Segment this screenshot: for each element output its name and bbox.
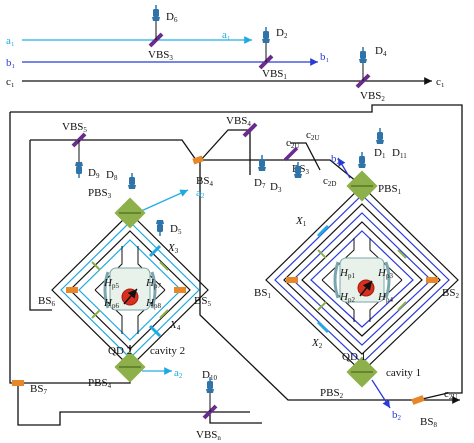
hp8-label: Hp8 [145, 297, 161, 310]
d2-label: D2 [276, 27, 288, 40]
vbs1-splitter [258, 26, 274, 70]
d4-icon [358, 46, 368, 64]
d10-label: D10 [202, 369, 217, 382]
d1-label: D1 [374, 147, 386, 160]
b1-in-label: b₁ [6, 57, 16, 69]
vbs3-label: VBS3 [148, 49, 173, 62]
qd2-label: QD 2 [108, 345, 132, 357]
bs7-splitter [12, 380, 24, 386]
c2d-label: c2D [323, 175, 336, 188]
bs5-splitter [174, 287, 186, 293]
x3-label: X3 [167, 242, 179, 255]
hp7-label: Hp7 [145, 277, 161, 290]
bs6-label: BS6 [38, 295, 55, 308]
d5-icon [155, 219, 165, 237]
vbs1-label: VBS1 [262, 68, 287, 81]
vbs4-splitter [242, 122, 258, 138]
bs7-label: BS7 [30, 383, 47, 396]
c2u-right-label: c2U [444, 388, 457, 401]
bs8-splitter [411, 395, 425, 405]
pbs4-splitter [114, 351, 146, 383]
c1-out-label: c₁ [436, 76, 445, 88]
qd1-spin-arrow [359, 280, 373, 297]
pbs3-label: PBS3 [88, 187, 112, 200]
d7-icon [257, 154, 267, 172]
bs1-label: BS1 [254, 287, 271, 300]
x3-element [148, 244, 162, 258]
vbsn-label: VBSn [196, 429, 221, 442]
a2-top-label: a2 [196, 187, 205, 200]
hp6-label: Hp6 [103, 297, 119, 310]
pbs1-label: PBS1 [378, 183, 402, 196]
a2-bottom-label: a2 [174, 367, 183, 380]
bs6-splitter [66, 287, 78, 293]
x1-element [316, 224, 330, 238]
qd1-label: QD 1 [342, 351, 366, 363]
b2-top-wire [337, 157, 351, 179]
d3-label: D3 [270, 181, 282, 194]
a1-out-label: a₁ [222, 29, 231, 41]
vbs3-splitter [148, 4, 164, 48]
vbs2-splitter [355, 46, 371, 89]
b1-out-label: b₁ [320, 51, 330, 63]
d8-label: D8 [106, 169, 118, 182]
pbs3-splitter [114, 197, 146, 229]
vbs2-label: VBS2 [360, 90, 385, 103]
bs3-splitter [283, 146, 299, 162]
bs1-splitter [286, 277, 298, 283]
vbs4-label: VBS4 [226, 115, 251, 128]
bs4-splitter [192, 155, 204, 165]
hp5-label: Hp5 [103, 277, 119, 290]
d5-label: D5 [170, 223, 182, 236]
hp2-label: Hp2 [339, 291, 355, 304]
d2-icon [261, 26, 271, 44]
routing-wires [9, 104, 463, 426]
hp4-label: Hp4 [377, 291, 393, 304]
x4-label: X4 [169, 319, 181, 332]
d4-label: D4 [375, 45, 387, 58]
d1-icon [357, 151, 367, 169]
x2-label: X2 [311, 337, 323, 350]
d6-label: D6 [166, 11, 178, 24]
bs2-splitter [426, 277, 438, 283]
x1-label: X1 [295, 215, 307, 228]
cavity1-label: cavity 1 [386, 367, 421, 379]
d7-label: D7 [254, 177, 266, 190]
cavity2-label: cavity 2 [150, 345, 185, 357]
x2-element [316, 320, 330, 334]
d11-icon [375, 127, 385, 145]
b2-top-label: b2 [331, 153, 341, 166]
bs4-label: BS4 [196, 175, 213, 188]
qd2-spin-arrow [123, 288, 138, 305]
x4-element [148, 324, 162, 338]
a1-in-label: a₁ [6, 35, 15, 47]
vbs5-label: VBS5 [62, 121, 87, 134]
c2u-top-label: c2U [286, 137, 299, 150]
b2-bottom-label: b2 [392, 409, 402, 422]
pbs4-label: PBS4 [88, 377, 112, 390]
vbsn-splitter [202, 376, 218, 420]
bs2-label: BS2 [442, 287, 459, 300]
c1-in-label: c₁ [6, 76, 15, 88]
d9-label: D9 [88, 167, 100, 180]
bs5-label: BS5 [194, 295, 211, 308]
d8-icon [127, 172, 137, 190]
vbs5-splitter [71, 132, 87, 179]
c2u-return-wire [290, 142, 321, 171]
d9-icon [74, 161, 84, 179]
d11-label: D11 [392, 147, 407, 160]
pbs2-splitter [346, 356, 378, 388]
bs8-label: BS8 [420, 416, 437, 429]
hp1-label: Hp1 [339, 267, 355, 280]
b2-bottom-wire [371, 379, 391, 409]
pbs1-splitter [346, 170, 378, 202]
hp3-label: Hp3 [377, 267, 393, 280]
d6-icon [151, 4, 161, 22]
c2u-top-b-label: c2U [306, 129, 319, 142]
pbs2-label: PBS2 [320, 387, 344, 400]
